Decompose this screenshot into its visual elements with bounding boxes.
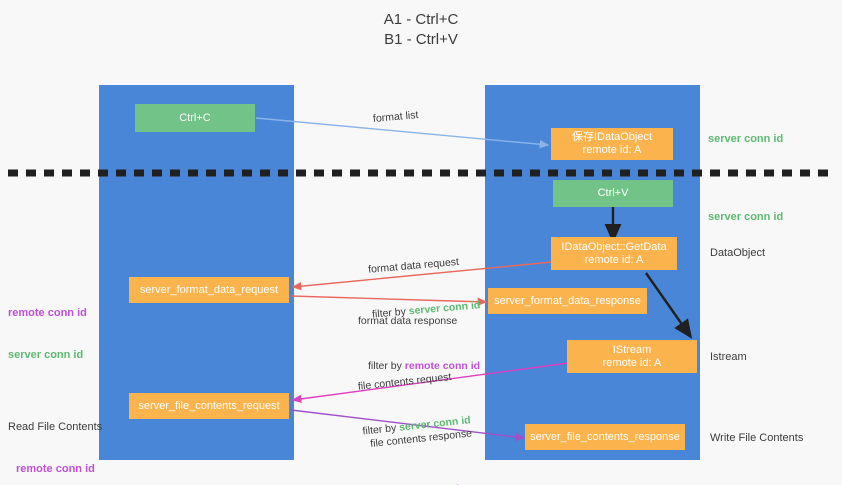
filter-key-remote-conn-id: remote conn id [404, 360, 481, 372]
box-server-format-data-response[interactable]: server_format_data_response [488, 288, 647, 314]
annotation-istream: Istream [710, 351, 747, 363]
annotation-server-conn-id-upper: server conn id [8, 349, 84, 361]
box-server-format-data-request[interactable]: server_format_data_request [129, 277, 289, 303]
box-istream[interactable]: IStream remote id: A [567, 340, 697, 373]
edge-label-format-list: format list [372, 109, 419, 125]
annotation-remote-conn-id-upper: remote conn id [8, 307, 87, 319]
annotation-server-conn-id-top: server conn id [708, 133, 784, 145]
edge-label-file-contents-request-line1: file contents request [357, 371, 452, 393]
annotation-read-file-contents-group: Read File Contents remote conn id server… [8, 392, 102, 485]
edge-label-format-data-response-line1: format data response [358, 315, 458, 327]
annotation-dataobject: DataObject [710, 247, 766, 259]
box-save-idataobject[interactable]: 保存IDataObject remote id: A [551, 128, 673, 160]
page-title: A1 - Ctrl+C B1 - Ctrl+V [383, 11, 459, 48]
edge-label-format-data-response: format data response filter by remote co… [358, 284, 480, 404]
box-server-file-contents-response[interactable]: server_file_contents_response [525, 424, 685, 450]
annotation-conn-id-upper: remote conn id server conn id [8, 278, 87, 390]
box-server-file-contents-request[interactable]: server_file_contents_request [129, 393, 289, 419]
edge-label-format-data-response-line2: filter by remote conn id [358, 359, 480, 374]
box-ctrl-c[interactable]: Ctrl+C [135, 104, 255, 132]
box-ctrl-v[interactable]: Ctrl+V [553, 180, 673, 207]
edge-label-file-contents-response-line2: filter by remote conn id [346, 471, 478, 485]
edge-label-file-contents-response-line1: file contents response [369, 427, 473, 450]
annotation-server-conn-id-mid: server conn id [708, 211, 784, 223]
annotation-write-file-contents: Write File Contents [710, 432, 804, 444]
edge-label-format-data-request-line1: format data request [367, 255, 460, 276]
filter-prefix: filter by [368, 360, 405, 372]
annotation-read-file-contents: Read File Contents [8, 421, 103, 433]
annotation-remote-conn-id-lower: remote conn id [16, 463, 95, 475]
box-idataobject-getdata[interactable]: IDataObject::GetData remote id: A [551, 237, 677, 270]
edge-label-file-contents-response: file contents response filter by remote … [339, 397, 482, 485]
